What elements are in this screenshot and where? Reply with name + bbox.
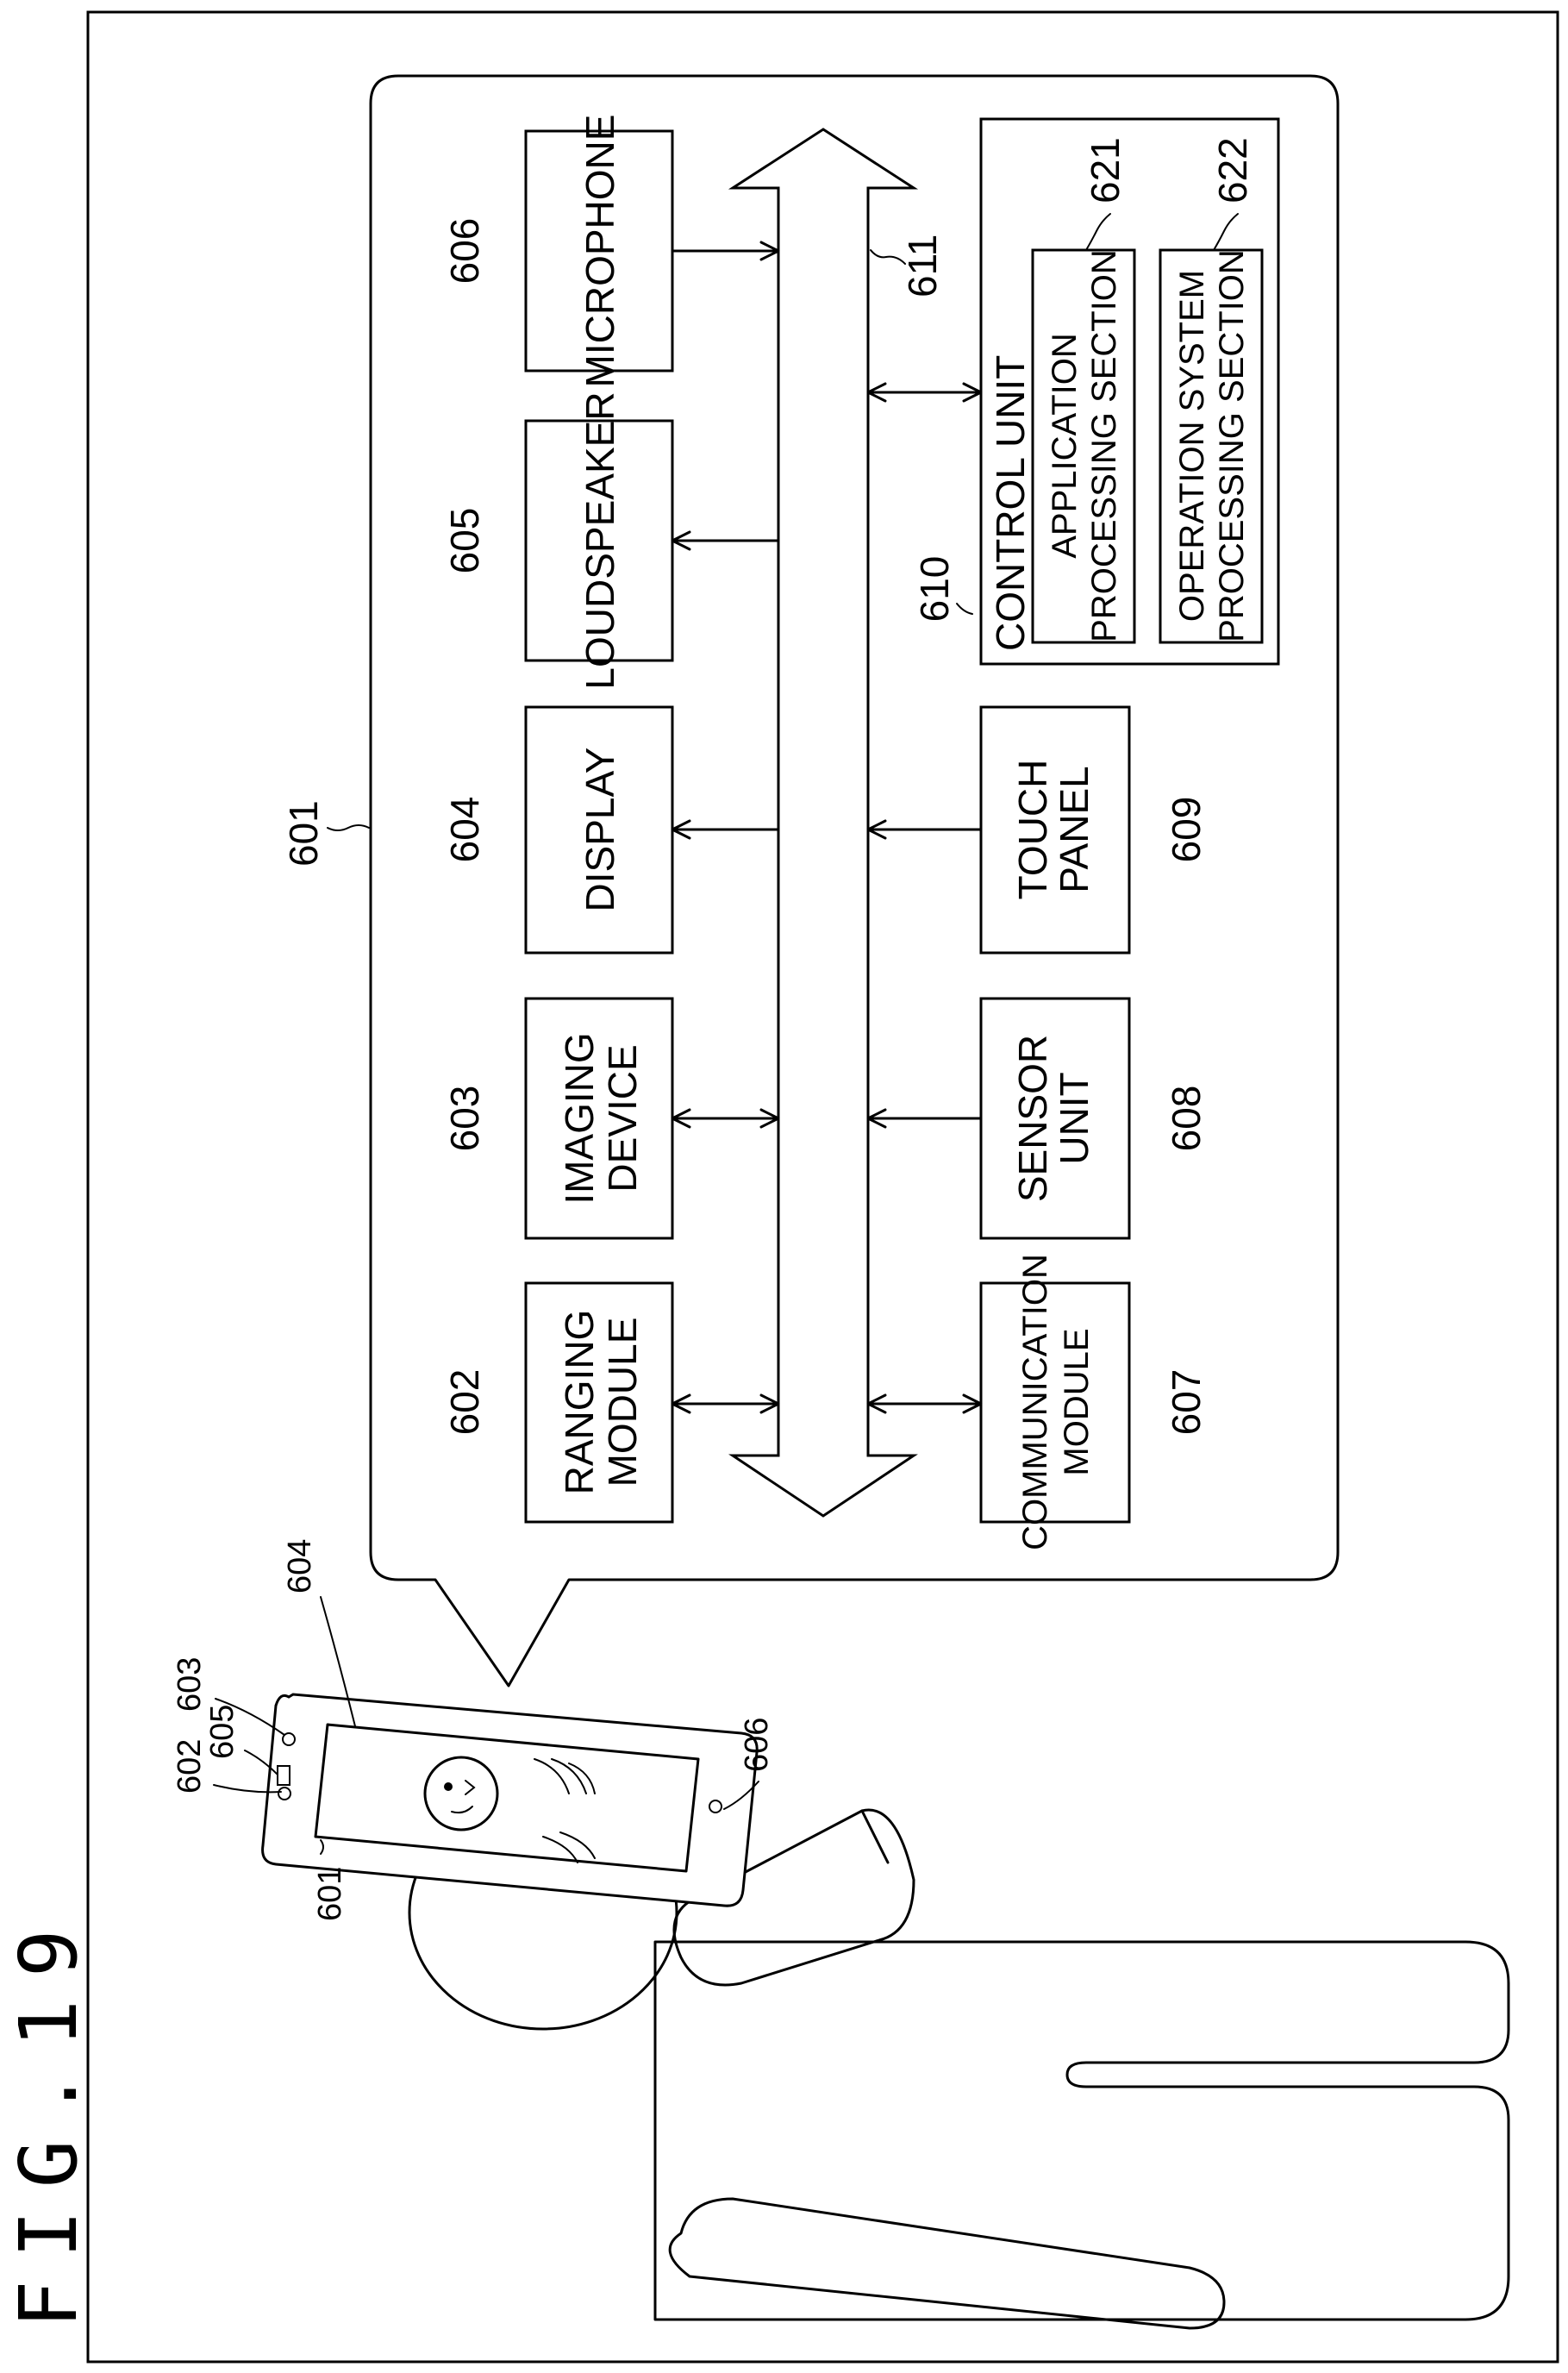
phone-ref-605: 605 — [204, 1705, 241, 1759]
person-arm-lower — [670, 2199, 1224, 2328]
ref-609: 609 — [1164, 797, 1209, 863]
screen-face-eye — [444, 1782, 453, 1791]
ref-607: 607 — [1164, 1369, 1209, 1436]
sensor-unit-line1: SENSOR — [1010, 1035, 1055, 1202]
ref-605: 605 — [442, 508, 487, 574]
person-body — [655, 1942, 1509, 2320]
imaging-device-line2: DEVICE — [600, 1044, 645, 1192]
ref-611: 611 — [900, 235, 945, 297]
microphone-label: MICROPHONE — [578, 115, 622, 388]
leader-601-block — [328, 825, 369, 830]
app-processing-line2: PROCESSING SECTION — [1085, 249, 1123, 642]
ref-621: 621 — [1083, 137, 1128, 203]
ref-606: 606 — [442, 218, 487, 285]
phone-ref-606: 606 — [739, 1718, 775, 1772]
ranging-module-line2: MODULE — [600, 1318, 645, 1487]
os-processing-line1: OPERATION SYSTEM — [1173, 270, 1211, 622]
phone-ref-602: 602 — [172, 1739, 208, 1794]
ref-601-block: 601 — [281, 800, 326, 867]
os-processing-line2: PROCESSING SECTION — [1213, 249, 1251, 642]
leader-610 — [957, 604, 972, 614]
touch-panel-line1: TOUCH — [1010, 760, 1055, 900]
person-arm-crease — [862, 1811, 888, 1863]
loudspeaker-label: LOUDSPEAKER — [578, 391, 622, 689]
sensor-unit-line2: UNIT — [1052, 1072, 1096, 1164]
ref-608: 608 — [1164, 1086, 1209, 1152]
communication-module-line1: COMMUNICATION — [1016, 1254, 1054, 1550]
control-unit-label: CONTROL UNIT — [988, 355, 1033, 651]
ref-610: 610 — [912, 556, 957, 623]
imaging-device-line1: IMAGING — [557, 1032, 602, 1204]
figure-title: FIG.19 — [3, 1907, 95, 2328]
touch-panel-line2: PANEL — [1052, 766, 1096, 892]
ref-603: 603 — [442, 1086, 487, 1152]
display-label: DISPLAY — [578, 748, 622, 912]
communication-module-line2: MODULE — [1058, 1328, 1096, 1475]
communication-module-block — [981, 1283, 1129, 1522]
phone-ref-603: 603 — [172, 1657, 208, 1712]
app-processing-line1: APPLICATION — [1046, 333, 1084, 559]
bus-arrow — [733, 129, 914, 1516]
ref-622: 622 — [1210, 137, 1255, 203]
ranging-module-line1: RANGING — [557, 1310, 602, 1495]
ref-602: 602 — [442, 1369, 487, 1436]
phone-ref-601: 601 — [312, 1867, 348, 1921]
ref-604: 604 — [442, 797, 487, 863]
phone-ref-604: 604 — [282, 1539, 318, 1593]
